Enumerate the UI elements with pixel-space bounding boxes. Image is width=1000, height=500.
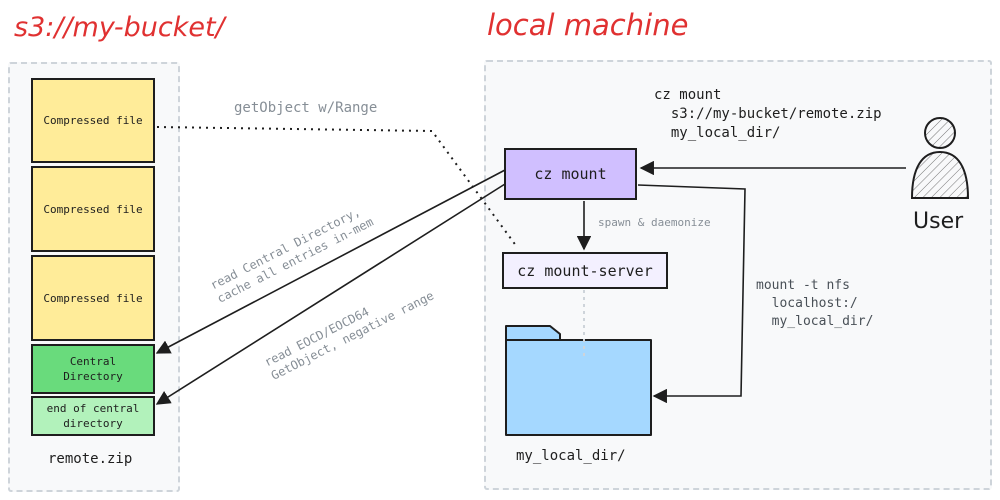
local-machine-title: local machine (487, 8, 689, 42)
eocd-block: end of central directory (31, 396, 155, 436)
get-object-label: getObject w/Range (234, 100, 378, 116)
user-label: User (913, 209, 964, 234)
compressed-file-block: Compressed file (31, 78, 155, 163)
cz-mount-box: cz mount (504, 148, 637, 200)
central-directory-block: Central Directory (31, 344, 155, 394)
remote-zip-label: remote.zip (48, 451, 133, 467)
cz-mount-command: cz mount s3://my-bucket/remote.zip my_lo… (654, 87, 882, 141)
compressed-file-block: Compressed file (31, 166, 155, 252)
spawn-label: spawn & daemonize (598, 216, 711, 229)
cz-mount-server-box: cz mount-server (502, 252, 668, 289)
my-local-dir-label: my_local_dir/ (516, 448, 626, 464)
read-eocd-label: read EOCD/EOCD64 GetObject, negative ran… (262, 288, 437, 383)
compressed-file-block: Compressed file (31, 255, 155, 341)
read-cd-label: read Central Directory, cache all entrie… (208, 204, 376, 306)
nfs-mount-command: mount -t nfs localhost:/ my_local_dir/ (756, 278, 874, 329)
bucket-title: s3://my-bucket/ (14, 12, 225, 43)
